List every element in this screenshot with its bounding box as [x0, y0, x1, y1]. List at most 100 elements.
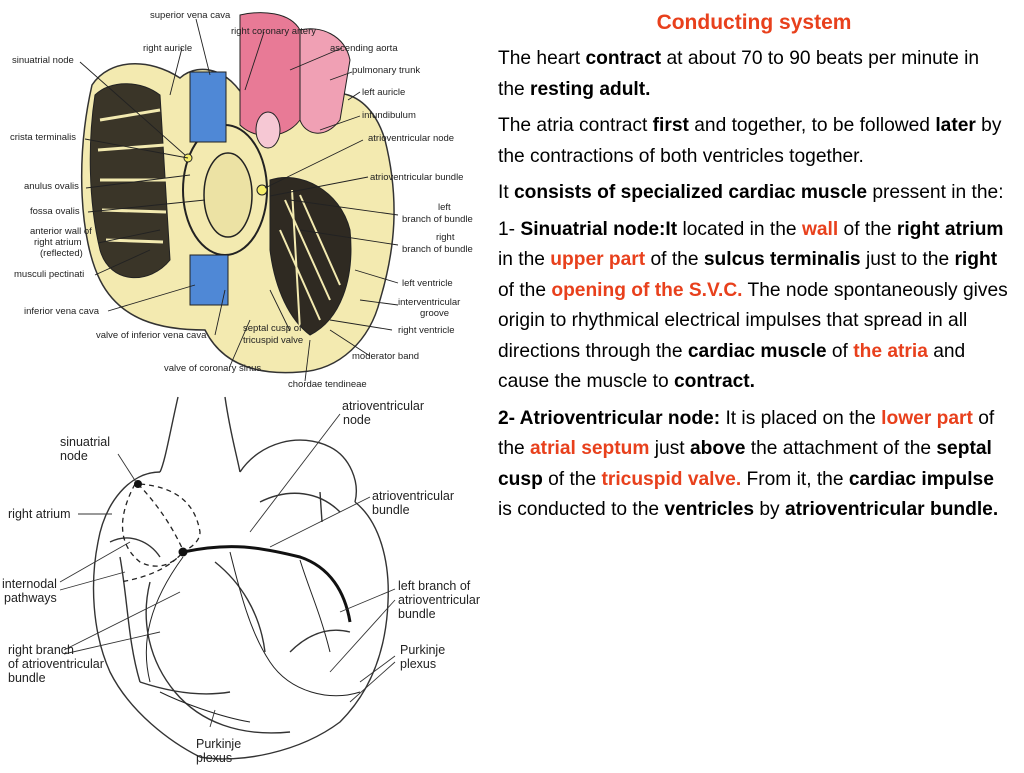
bold-term: Sinuatrial node:It: [520, 218, 678, 240]
label-right-branch-line1: right: [436, 232, 455, 243]
label-sinuatrial-node: sinuatrial node: [12, 55, 74, 66]
text-span: of the: [498, 407, 995, 460]
bold-term: later: [935, 115, 976, 136]
conduction-pathway-diagram: atrioventricular node sinuatrial node ri…: [0, 392, 490, 768]
heart-anatomy-svg: superior vena cava right coronary artery…: [10, 10, 473, 390]
bold-term: resting adult.: [530, 78, 651, 100]
highlight-term: opening of the S.V.C.: [551, 279, 743, 301]
label-crista-terminalis: crista terminalis: [10, 132, 76, 143]
highlight-term: atrial septum: [530, 438, 650, 459]
label-moderator-band: moderator band: [352, 351, 419, 362]
bold-term: sulcus terminalis: [703, 249, 861, 270]
av-node-marker: [178, 547, 188, 557]
paragraph-sinuatrial-node: 1- Sinuatrial node:It located in the wal…: [498, 215, 1010, 398]
label-left-auricle: left auricle: [362, 87, 405, 98]
bold-term: above: [689, 438, 746, 459]
label-right-atrium: right atrium: [8, 507, 71, 521]
superior-vena-cava-shape: [189, 71, 227, 143]
text-span: The atria contract: [498, 115, 653, 136]
label-left-branch-line2: branch of bundle: [402, 214, 473, 225]
paragraph-av-node: 2- Atrioventricular node: It is placed o…: [498, 404, 1010, 526]
paragraph-atria-contract: The atria contract first and together, t…: [498, 111, 1010, 172]
label-anterior-wall-line3: (reflected): [40, 248, 83, 259]
bundle-branches: [145, 551, 361, 723]
internodal-pathways-lines: [119, 483, 201, 583]
label-interventricular-line2: groove: [420, 308, 449, 319]
label-purkinje-right-line2: plexus: [400, 657, 436, 671]
label-purkinje-bottom-line2: plexus: [196, 751, 232, 765]
text-span: by: [754, 499, 785, 520]
label-anterior-wall-line2: right atrium: [34, 237, 82, 248]
text-span: is conducted to the: [498, 499, 665, 520]
label-right-coronary-artery: right coronary artery: [231, 26, 316, 37]
label-interventricular-line1: interventricular: [398, 297, 460, 308]
av-bundle-line: [182, 545, 352, 623]
label-septal-cusp-line1: septal cusp of: [243, 323, 302, 334]
inferior-vena-cava-shape: [189, 254, 229, 306]
text-span: pressent in the:: [867, 182, 1004, 203]
pulmonary-trunk-shape: [299, 28, 351, 134]
label-right-branch-line3: bundle: [8, 671, 46, 685]
bold-term: ventricles: [664, 499, 755, 520]
slide-text-panel: Conducting system The heart contract at …: [498, 6, 1010, 764]
bold-term: 2- Atrioventricular node:: [498, 407, 721, 429]
bold-term: cardiac impulse: [848, 468, 994, 490]
label-right-ventricle: right ventricle: [398, 325, 455, 336]
text-span: of the: [645, 249, 704, 270]
label-valve-coronary-sinus: valve of coronary sinus: [164, 363, 261, 374]
label-sa-node-line2: node: [60, 449, 88, 463]
paragraph-consists: It consists of specialized cardiac muscl…: [498, 178, 1010, 209]
heart-anatomy-diagram: superior vena cava right coronary artery…: [0, 0, 490, 392]
bold-term: consists of specialized cardiac muscle: [514, 182, 867, 203]
bold-term: septal cusp: [498, 438, 992, 490]
text-span: just: [649, 438, 690, 459]
label-left-branch-line3: bundle: [398, 607, 436, 621]
label-left-ventricle: left ventricle: [402, 278, 453, 289]
label-right-auricle: right auricle: [143, 43, 192, 54]
bold-term: cardiac muscle: [687, 340, 827, 362]
text-span: at about 70 to 90 beats per minute in th…: [498, 48, 980, 100]
top-leader-lines: [79, 18, 399, 382]
conduction-pathway-svg: atrioventricular node sinuatrial node ri…: [2, 396, 480, 765]
label-right-branch-line1: right branch: [8, 643, 74, 657]
label-left-branch-line2: atrioventricular: [398, 593, 480, 607]
bottom-leader-lines: [59, 413, 396, 728]
label-atrioventricular-node: atrioventricular node: [368, 133, 454, 144]
text-span: The node spontaneously gives origin to r…: [498, 279, 1008, 362]
label-musculi-pectinati: musculi pectinati: [14, 269, 84, 280]
label-fossa-ovalis: fossa ovalis: [30, 206, 80, 217]
label-av-bundle-line1: atrioventricular: [372, 489, 454, 503]
text-span: located in the: [677, 218, 802, 240]
label-purkinje-bottom-line1: Purkinje: [196, 737, 241, 751]
text-span: The heart: [498, 48, 586, 69]
text-span: of the: [498, 279, 552, 301]
text-span: It: [498, 182, 514, 203]
highlight-term: tricuspid valve.: [601, 468, 742, 490]
label-right-branch-line2: of atrioventricular: [8, 657, 104, 671]
diagram-panel: superior vena cava right coronary artery…: [0, 0, 490, 768]
label-av-node-line2: node: [343, 413, 371, 427]
label-chordae-tendineae: chordae tendineae: [288, 379, 367, 390]
bold-term: atrioventricular bundle.: [784, 499, 999, 520]
slide-title: Conducting system: [656, 11, 852, 34]
label-anulus-ovalis: anulus ovalis: [24, 181, 79, 192]
label-infundibulum: infundibulum: [362, 110, 416, 121]
paragraph-heart-rate: The heart contract at about 70 to 90 bea…: [498, 44, 1010, 105]
label-inferior-vena-cava: inferior vena cava: [24, 306, 100, 317]
label-purkinje-right-line1: Purkinje: [400, 643, 445, 657]
label-right-branch-line2: branch of bundle: [402, 244, 473, 255]
label-valve-ivc: valve of inferior vena cava: [96, 330, 207, 341]
label-internodal-line1: internodal: [2, 577, 57, 591]
heart-outline-sketch: [92, 396, 389, 760]
label-septal-cusp-line2: tricuspid valve: [243, 335, 303, 346]
text-span: 1-: [498, 218, 521, 240]
text-span: by the contractions of both ventricles t…: [498, 115, 1002, 167]
text-span: just to the: [860, 249, 955, 270]
label-anterior-wall-line1: anterior wall of: [30, 226, 92, 237]
highlight-term: upper part: [550, 249, 646, 270]
text-span: the attachment of the: [745, 438, 937, 459]
label-left-branch-line1: left branch of: [398, 579, 471, 593]
bold-term: first: [652, 115, 689, 136]
text-span: of the: [838, 218, 897, 240]
text-span: and cause the muscle to: [498, 340, 966, 393]
